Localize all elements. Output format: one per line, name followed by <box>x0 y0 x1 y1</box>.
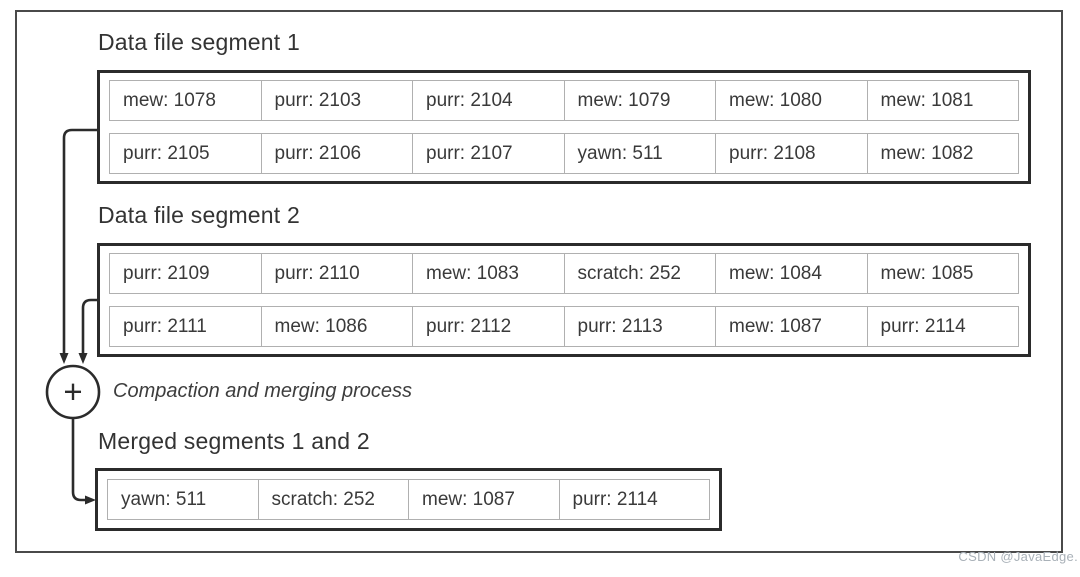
record-cell: purr: 2114 <box>572 488 658 510</box>
record-cell: mew: 1084 <box>716 254 868 293</box>
segment2-row-1: purr: 2109 purr: 2110 mew: 1083 scratch:… <box>109 253 1019 294</box>
record-cell: purr: 2109 <box>110 254 262 293</box>
segment2-row-2: purr: 2111 mew: 1086 purr: 2112 purr: 21… <box>109 306 1019 347</box>
plus-operator: + <box>63 373 83 410</box>
merged-title: Merged segments 1 and 2 <box>98 428 370 454</box>
segment1-box: mew: 1078 purr: 2103 purr: 2104 mew: 107… <box>97 70 1031 184</box>
process-label: Compaction and merging process <box>113 380 413 402</box>
record-cell: mew: 1079 <box>565 81 716 120</box>
record-cell: purr: 2106 <box>262 134 413 173</box>
segment2-title: Data file segment 2 <box>98 202 300 228</box>
segment2-box: purr: 2109 purr: 2110 mew: 1083 scratch:… <box>97 243 1031 357</box>
record-cell: purr: 2108 <box>716 134 868 173</box>
record-cell: purr: 2112 <box>413 307 565 346</box>
record-cell: mew: 1081 <box>880 89 974 111</box>
record-cell: scratch: 252 <box>565 254 716 293</box>
record-cell: scratch: 252 <box>259 480 409 519</box>
record-cell: mew: 1082 <box>880 142 974 164</box>
record-cell: purr: 2105 <box>110 134 262 173</box>
segment1-title: Data file segment 1 <box>98 29 300 55</box>
record-cell: purr: 2111 <box>110 307 262 346</box>
watermark: CSDN @JavaEdge. <box>958 549 1078 564</box>
record-cell: mew: 1087 <box>716 307 868 346</box>
record-cell: purr: 2110 <box>262 254 413 293</box>
record-cell: mew: 1087 <box>409 480 560 519</box>
record-cell: purr: 2103 <box>262 81 413 120</box>
segment1-row-1: mew: 1078 purr: 2103 purr: 2104 mew: 107… <box>109 80 1019 121</box>
record-cell: mew: 1083 <box>413 254 565 293</box>
record-cell: mew: 1078 <box>110 81 262 120</box>
merged-row: yawn: 511 scratch: 252 mew: 1087 purr: 2… <box>107 479 710 520</box>
merged-segments-box: yawn: 511 scratch: 252 mew: 1087 purr: 2… <box>95 468 722 531</box>
record-cell: yawn: 511 <box>565 134 716 173</box>
record-cell: purr: 2114 <box>880 315 966 337</box>
record-cell: purr: 2107 <box>413 134 565 173</box>
record-cell: mew: 1085 <box>880 262 974 284</box>
record-cell: purr: 2104 <box>413 81 565 120</box>
record-cell: mew: 1086 <box>262 307 413 346</box>
segment1-row-2: purr: 2105 purr: 2106 purr: 2107 yawn: 5… <box>109 133 1019 174</box>
record-cell: purr: 2113 <box>565 307 716 346</box>
record-cell: yawn: 511 <box>108 480 259 519</box>
record-cell: mew: 1080 <box>716 81 868 120</box>
